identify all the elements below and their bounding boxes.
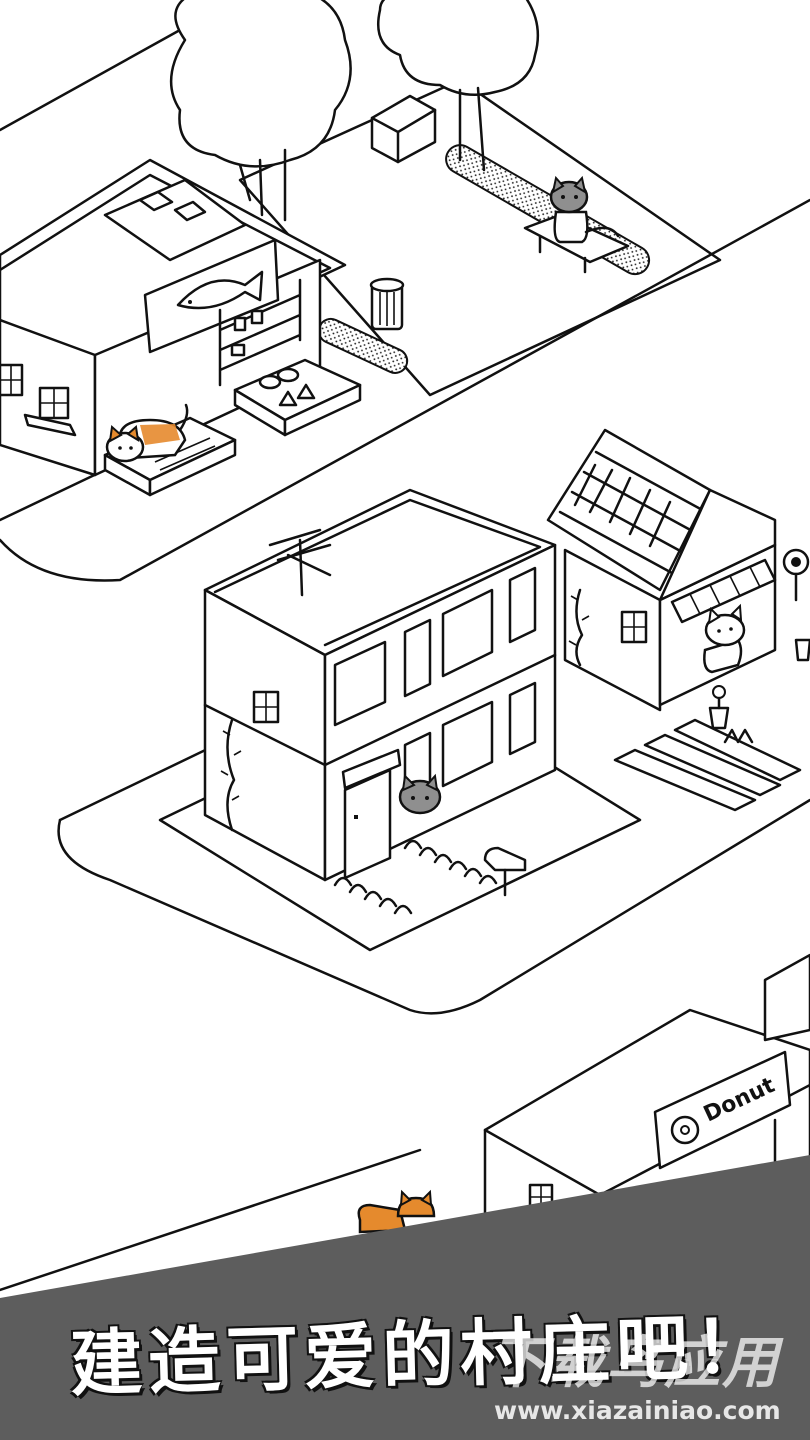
shop-windows — [0, 363, 77, 437]
rooftop-unit — [103, 178, 247, 262]
park-block — [169, 0, 722, 397]
trash-can — [369, 277, 405, 331]
front-door — [341, 748, 402, 880]
awning — [670, 558, 777, 624]
mailbox-icon — [483, 846, 527, 897]
potted-flower-icon — [708, 638, 810, 730]
lower-windows — [403, 681, 537, 806]
watermark-url: www.xiazainiao.com — [494, 1396, 781, 1425]
donut-shop: Donut — [0, 953, 810, 1292]
sunflower-icon — [782, 548, 810, 602]
trees — [169, 0, 540, 222]
fish-sign-icon — [143, 238, 280, 354]
side-window — [252, 690, 280, 724]
donut-icon — [670, 1115, 700, 1145]
white-cat-in-shop — [703, 603, 746, 674]
hedge — [445, 144, 651, 276]
garden-rows — [613, 718, 802, 812]
orange-cat-lying — [105, 403, 189, 463]
donut-sign: Donut — [653, 1050, 792, 1170]
orange-cat-walking — [357, 1189, 436, 1234]
tv-antenna-icon — [268, 528, 332, 597]
gray-cat-in-window — [398, 773, 442, 815]
fish-stall — [233, 358, 362, 437]
crate — [370, 94, 437, 164]
fish-shop — [0, 158, 362, 497]
climbing-vine — [220, 718, 242, 832]
cottage — [546, 428, 810, 812]
two-storey-house — [158, 488, 642, 952]
shelf — [218, 278, 302, 387]
gray-cat-on-bench — [549, 175, 620, 244]
bike-racks — [333, 839, 498, 915]
upper-windows — [333, 566, 537, 727]
watermark-brand: 下载鸟应用 — [490, 1331, 780, 1396]
donut-shop-window — [528, 1183, 554, 1212]
wall-vine — [568, 588, 590, 667]
cottage-window — [620, 610, 648, 644]
